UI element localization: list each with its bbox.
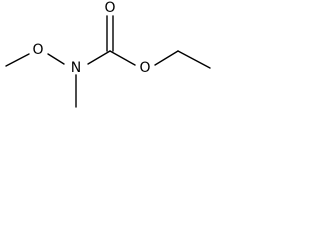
bond-ester-o-ch2 [154, 50, 179, 66]
atom-label-carbonyl-oxygen: O [104, 0, 115, 16]
atom-label-ester-oxygen: O [139, 60, 150, 76]
atom-label-nitrogen: N [71, 60, 81, 76]
structure-diagram: O N O O [5, 0, 211, 108]
atom-labels: O N O O [32, 0, 150, 76]
atom-label-methoxy-oxygen: O [32, 42, 43, 58]
bond-c-ester-o [109, 50, 136, 66]
bond-ch2-ch3 [177, 50, 211, 69]
bond-o-n [47, 53, 65, 65]
bond-n-carbonyl-c [87, 50, 111, 65]
bonds [5, 15, 211, 108]
bond-methoxy-ch3-o [5, 53, 30, 67]
